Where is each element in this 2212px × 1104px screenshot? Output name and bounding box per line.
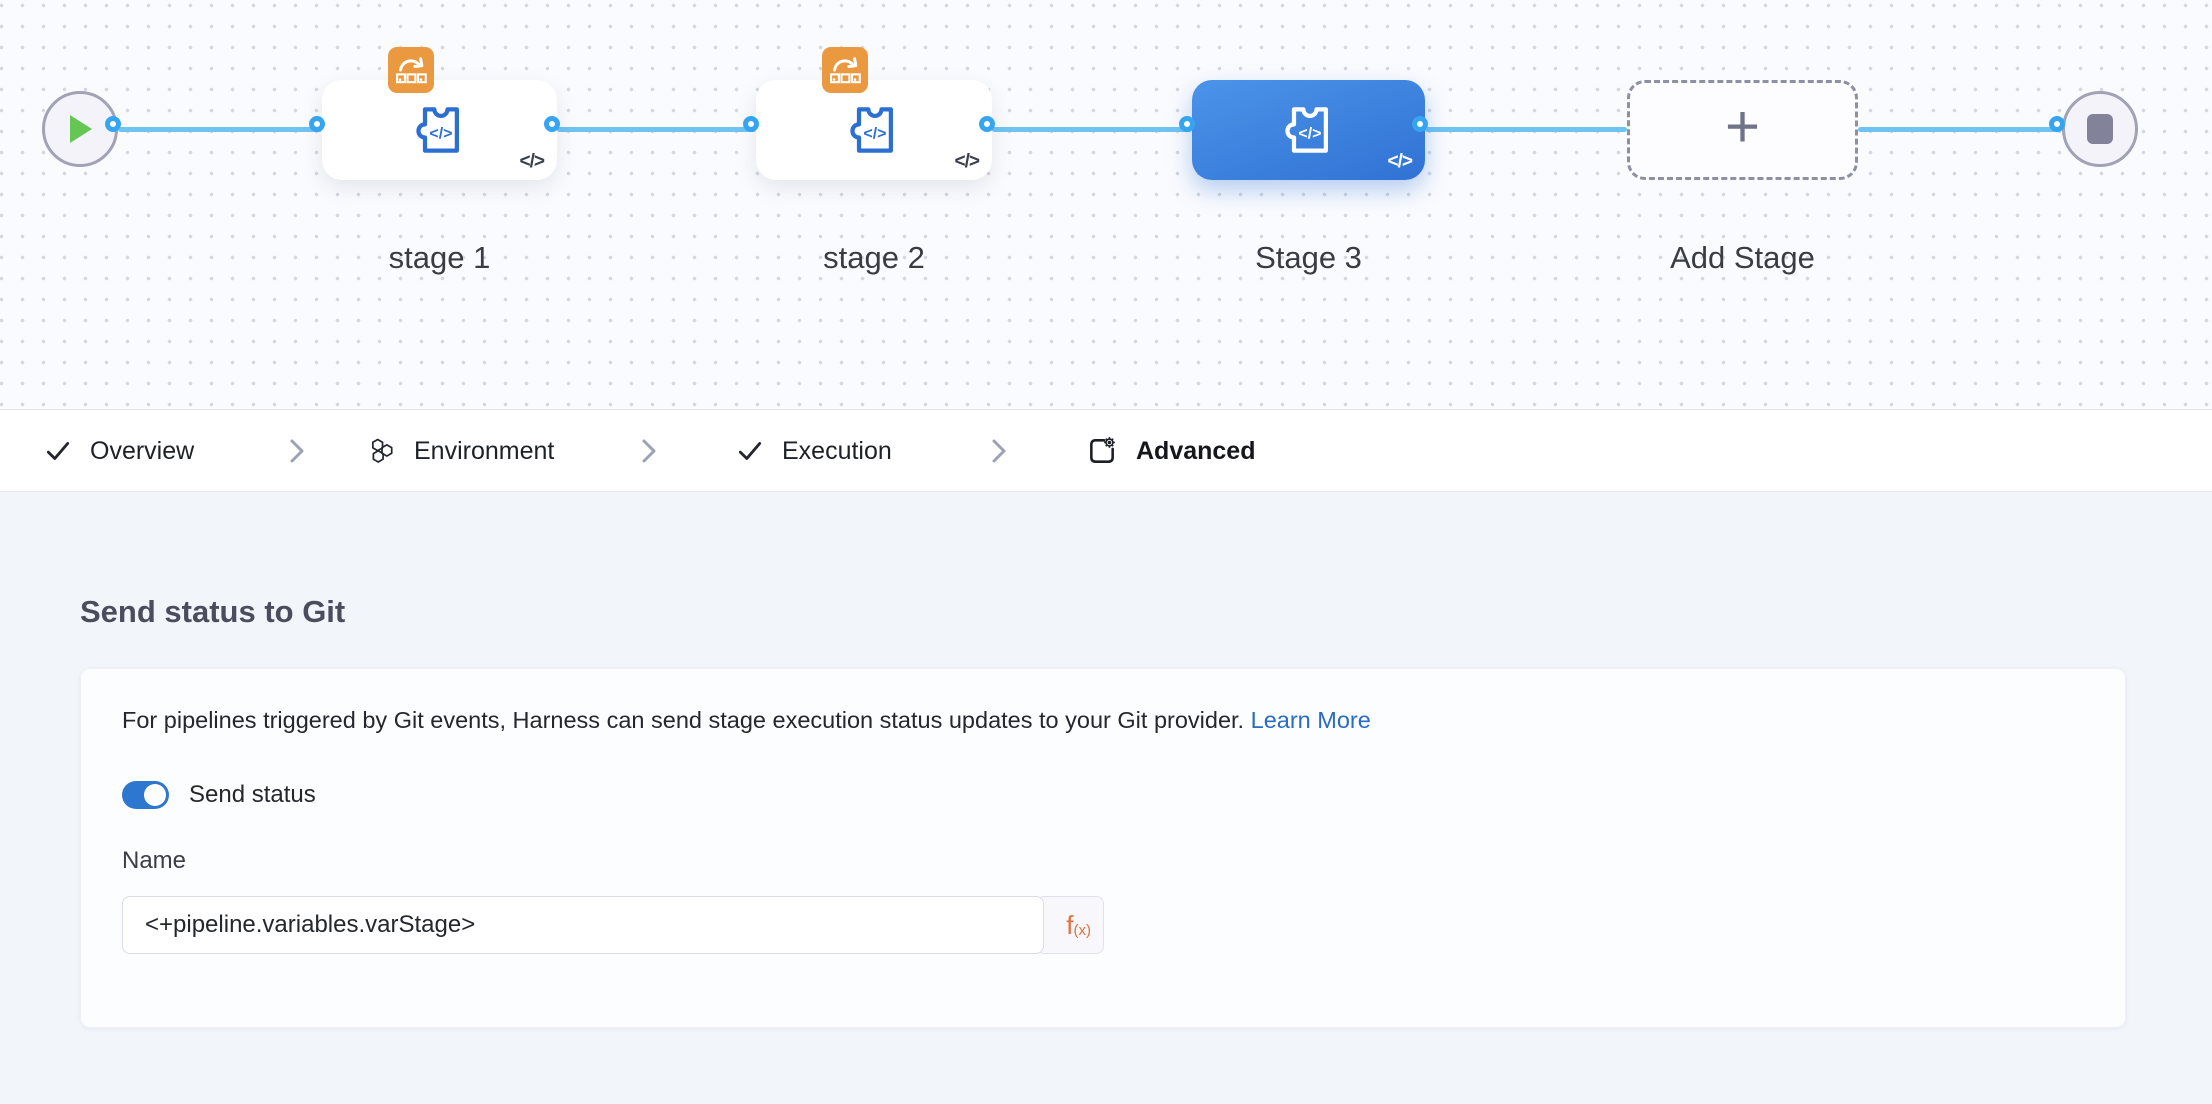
custom-stage-puzzle-icon: </> [850,107,893,153]
connector-dot[interactable] [979,116,995,132]
flow-line [1425,127,1627,132]
send-status-panel: For pipelines triggered by Git events, H… [80,668,2126,1028]
stage-label: stage 2 [823,240,925,275]
description-text: For pipelines triggered by Git events, H… [122,707,1245,733]
advanced-tab-content: Send status to Git For pipelines trigger… [0,492,2212,1104]
tab-overview[interactable]: Overview [44,410,194,492]
learn-more-link[interactable]: Learn More [1250,707,1371,733]
tab-advanced[interactable]: Advanced [1086,410,1255,492]
flow-line [992,127,1192,132]
tab-environment[interactable]: Environment [368,410,554,492]
code-glyph: </> [1298,125,1321,142]
connector-dot[interactable] [1179,116,1195,132]
fx-icon: f [1066,909,1074,940]
pipeline-end-node [2062,91,2138,167]
stage-node-stage-2[interactable]: </> </> [756,47,992,180]
stage-node-stage-3-selected[interactable]: </> </> [1192,80,1425,180]
panel-description: For pipelines triggered by Git events, H… [122,703,1371,737]
stage-label: stage 1 [388,240,491,275]
stage-label: Stage 3 [1255,240,1362,275]
pipeline-start-node [42,91,118,167]
toggle-knob [144,784,166,806]
tab-label: Advanced [1136,436,1256,465]
fx-icon-sub: (x) [1073,921,1092,939]
tab-label: Execution [782,436,892,465]
chevron-right-icon [640,410,658,492]
plus-icon: + [1724,93,1761,160]
rollback-steps-badge-icon [388,47,434,93]
chevron-right-icon [288,410,306,492]
tab-execution[interactable]: Execution [736,410,892,492]
stage-label: Add Stage [1670,240,1815,275]
stage-config-tabbar: Overview Environment Execution [0,410,2212,902]
flow-line [118,127,322,132]
hexagons-icon [371,438,393,463]
check-icon [46,442,70,460]
connector-dot[interactable] [105,116,121,132]
send-status-toggle[interactable] [122,781,169,809]
card-gear-icon [1090,437,1115,463]
send-status-toggle-row: Send status [122,781,316,809]
custom-stage-puzzle-icon: </> [415,107,459,153]
flow-line [557,127,756,132]
toggle-label: Send status [189,781,316,808]
custom-stage-puzzle-icon: </> [1284,107,1328,153]
connector-dot[interactable] [1412,116,1428,132]
expression-fx-button[interactable]: f(x) [1036,896,1104,954]
pipeline-canvas[interactable]: </> </> </> </> </> </> [0,0,2212,410]
code-glyph: </> [429,125,452,142]
yaml-code-badge: </> [519,151,546,172]
flow-line [1858,127,2062,132]
section-heading: Send status to Git [80,594,346,629]
connector-dot[interactable] [544,116,560,132]
stop-icon [2087,114,2113,144]
yaml-code-badge: </> [954,151,981,172]
chevron-right-icon [990,410,1008,492]
tab-label: Environment [414,436,555,465]
stage-node-stage-1[interactable]: </> </> [322,47,557,180]
name-field-label: Name [122,847,187,874]
add-stage-button[interactable]: + [1627,80,1858,180]
check-icon [738,442,762,460]
yaml-code-badge: </> [1387,151,1414,172]
name-input[interactable] [122,896,1044,954]
tab-label: Overview [90,436,195,465]
play-icon [70,115,92,143]
connector-dot[interactable] [743,116,759,132]
code-glyph: </> [863,125,886,142]
rollback-steps-badge-icon [822,47,868,93]
connector-dot[interactable] [309,116,325,132]
connector-dot[interactable] [2049,116,2065,132]
